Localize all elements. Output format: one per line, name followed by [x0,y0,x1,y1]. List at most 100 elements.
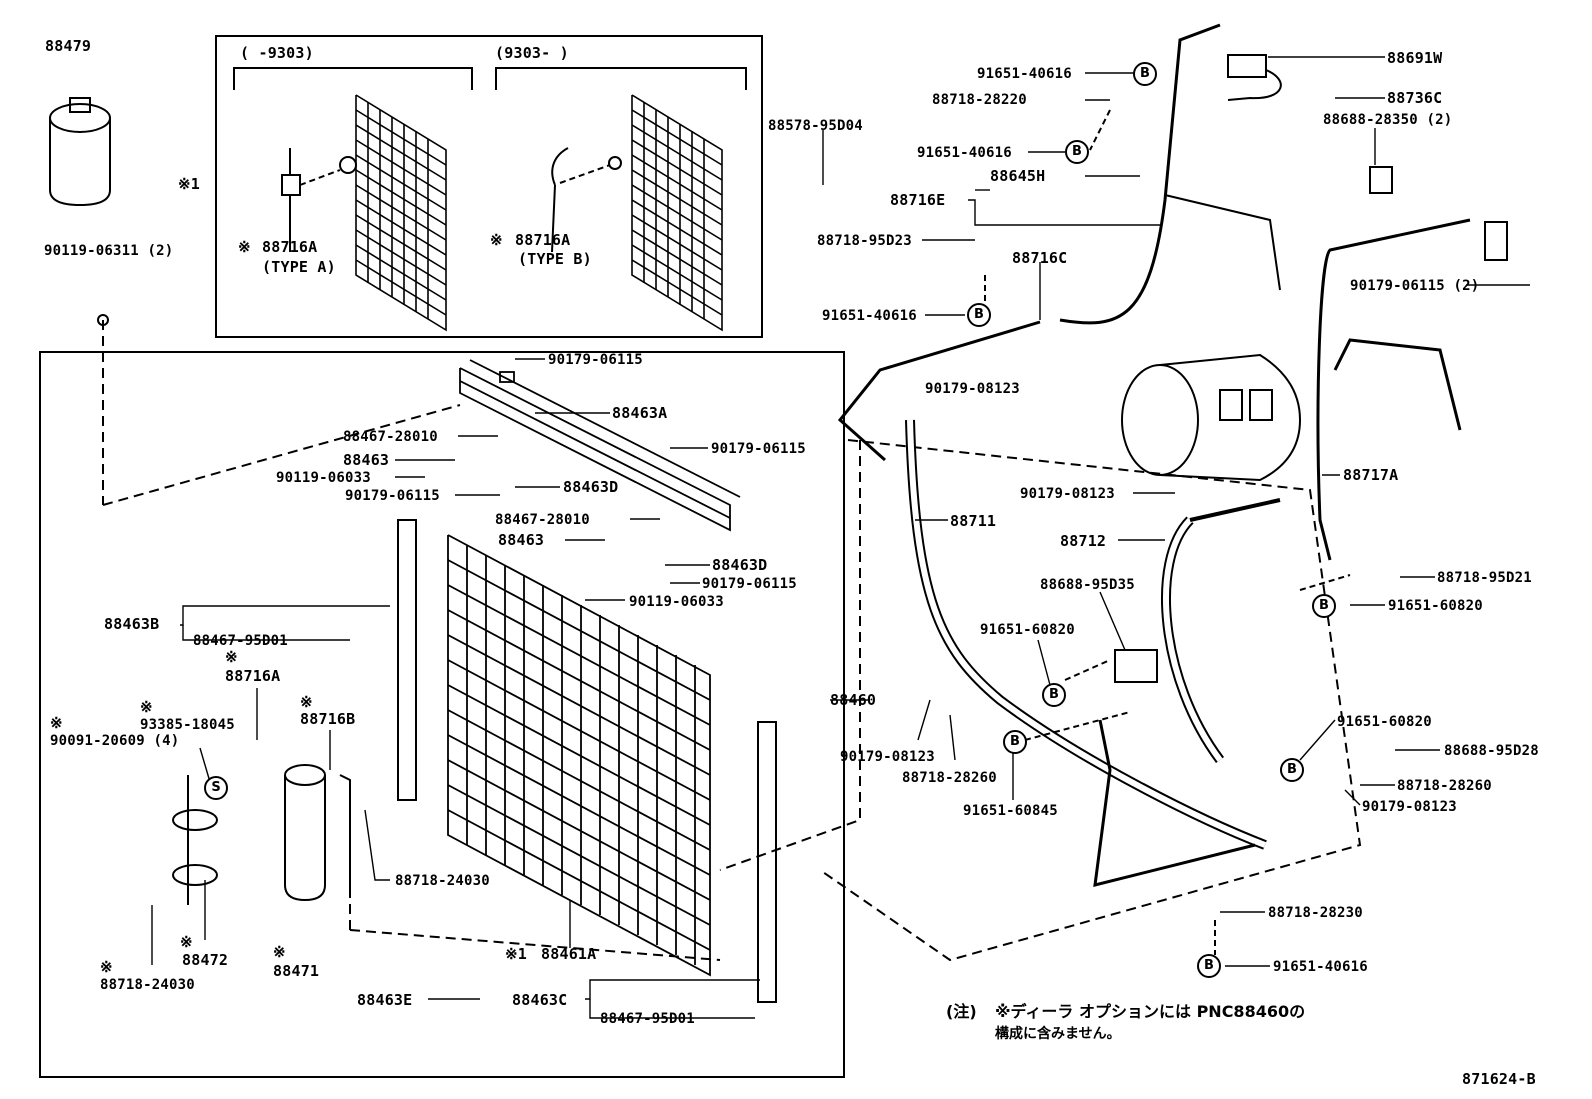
support-88463C [757,721,777,1003]
star-mark: ※ [238,238,251,256]
part-88467-28010-a: 88467-28010 [343,429,438,445]
star-mark: ※ [100,958,113,976]
circle-b: B [1197,954,1221,978]
part-88472: 88472 [182,951,229,969]
compressor [1121,353,1302,482]
part-88716A-typeA: 88716A [262,238,318,256]
upper-support-88463A [459,359,741,532]
part-88479: 88479 [45,37,92,55]
tube-88717A [1316,218,1471,561]
circle-b: B [1133,62,1157,86]
part-88716A: 88716A [225,667,281,685]
tube-88716E [837,320,1041,462]
part-88463D-b: 88463D [712,556,768,574]
part-88463C: 88463C [512,991,568,1009]
part-88718-28220: 88718-28220 [932,92,1027,108]
part-90179-08123-a: 90179-08123 [925,381,1020,397]
part-90091-20609: 90091-20609 (4) [50,733,180,749]
part-93385-18045: 93385-18045 [140,717,235,733]
part-88461A: 88461A [541,945,597,963]
part-91651-60820-c: 91651-60820 [1337,714,1432,730]
part-90179-06115-c: 90179-06115 [345,488,440,504]
part-88716C: 88716C [1012,249,1068,267]
part-88718-28230: 88718-28230 [1268,905,1363,921]
part-88718-95D23: 88718-95D23 [817,233,912,249]
star-mark: ※ [490,231,503,249]
part-88463D-a: 88463D [563,478,619,496]
part-88712: 88712 [1060,532,1107,550]
inset-condenser-a [355,94,447,332]
part-88688-95D28: 88688-95D28 [1444,743,1539,759]
star-mark: ※ [50,714,63,732]
part-88467-28010-b: 88467-28010 [495,512,590,528]
part-90179-06115-2: 90179-06115 (2) [1350,278,1480,294]
part-88578-95D04: 88578-95D04 [768,118,863,134]
star-mark: ※ [273,943,286,961]
support-88463B [397,519,417,801]
condenser-88461A [447,534,711,977]
star-mark: ※ [180,933,193,951]
part-88711: 88711 [950,512,997,530]
inset-frame [215,35,763,338]
part-91651-40616-d: 91651-40616 [1273,959,1368,975]
note-line-1: ※ディーラ オプションには PNC88460の [995,1002,1306,1021]
part-88463-a: 88463 [343,451,390,469]
part-88718-28260-a: 88718-28260 [902,770,997,786]
part-88718-24030-a: 88718-24030 [395,873,490,889]
part-90179-06115-d: 90179-06115 [702,576,797,592]
bracket-88472 [172,775,218,905]
circle-b: B [1003,730,1027,754]
type-b-label: (TYPE B) [518,250,592,268]
circle-b: B [1312,594,1336,618]
part-88716E: 88716E [890,191,946,209]
star-mark: ※ [140,698,153,716]
part-90119-06311: 90119-06311 (2) [44,243,174,259]
part-91651-40616-b: 91651-40616 [917,145,1012,161]
part-90119-06033-b: 90119-06033 [629,594,724,610]
part-88717A: 88717A [1343,466,1399,484]
part-91651-40616-c: 91651-40616 [822,308,917,324]
type-a-label: (TYPE A) [262,258,336,276]
part-88463-b: 88463 [498,531,545,549]
part-88718-95D21: 88718-95D21 [1437,570,1532,586]
part-88471: 88471 [273,962,320,980]
inset-mark: ※1 [178,175,200,193]
part-90119-06033-a: 90119-06033 [276,470,371,486]
part-88463A: 88463A [612,404,668,422]
circle-s: S [204,776,228,800]
part-88467-95D01-b: 88467-95D01 [600,1011,695,1027]
part-88688-28350: 88688-28350 (2) [1323,112,1453,128]
part-88467-95D01-a: 88467-95D01 [193,633,288,649]
circle-b: B [967,303,991,327]
receiver-drier-88479 [49,97,111,207]
part-88716A-typeB: 88716A [515,231,571,249]
part-88736C: 88736C [1387,89,1443,107]
circle-b: B [1280,758,1304,782]
star-mark: ※ [300,693,313,711]
part-88461A-mark: ※1 [505,945,527,963]
part-88691W: 88691W [1387,49,1443,67]
part-88463E: 88463E [357,991,413,1009]
main-frame [39,351,845,1078]
part-88645H: 88645H [990,167,1046,185]
part-90179-06115-b: 90179-06115 [711,441,806,457]
circle-b: B [1065,140,1089,164]
part-90179-08123-d: 90179-08123 [1362,799,1457,815]
part-88718-28260-b: 88718-28260 [1397,778,1492,794]
note-prefix: (注) [946,1002,977,1021]
inset-condenser-b [631,94,723,332]
part-90179-08123-b: 90179-08123 [1020,486,1115,502]
part-88716B: 88716B [300,710,356,728]
part-88463B: 88463B [104,615,160,633]
part-91651-60845: 91651-60845 [963,803,1058,819]
note-line-2: 構成に含みません。 [995,1026,1121,1042]
diagram-id: 871624-B [1462,1070,1536,1088]
part-90179-06115-a: 90179-06115 [548,352,643,368]
part-90179-08123-c: 90179-08123 [840,749,935,765]
part-91651-60820-a: 91651-60820 [980,622,1075,638]
range-old: ( -9303) [240,44,314,62]
star-mark: ※ [225,648,238,666]
part-88718-24030-b: 88718-24030 [100,977,195,993]
circle-b: B [1042,683,1066,707]
